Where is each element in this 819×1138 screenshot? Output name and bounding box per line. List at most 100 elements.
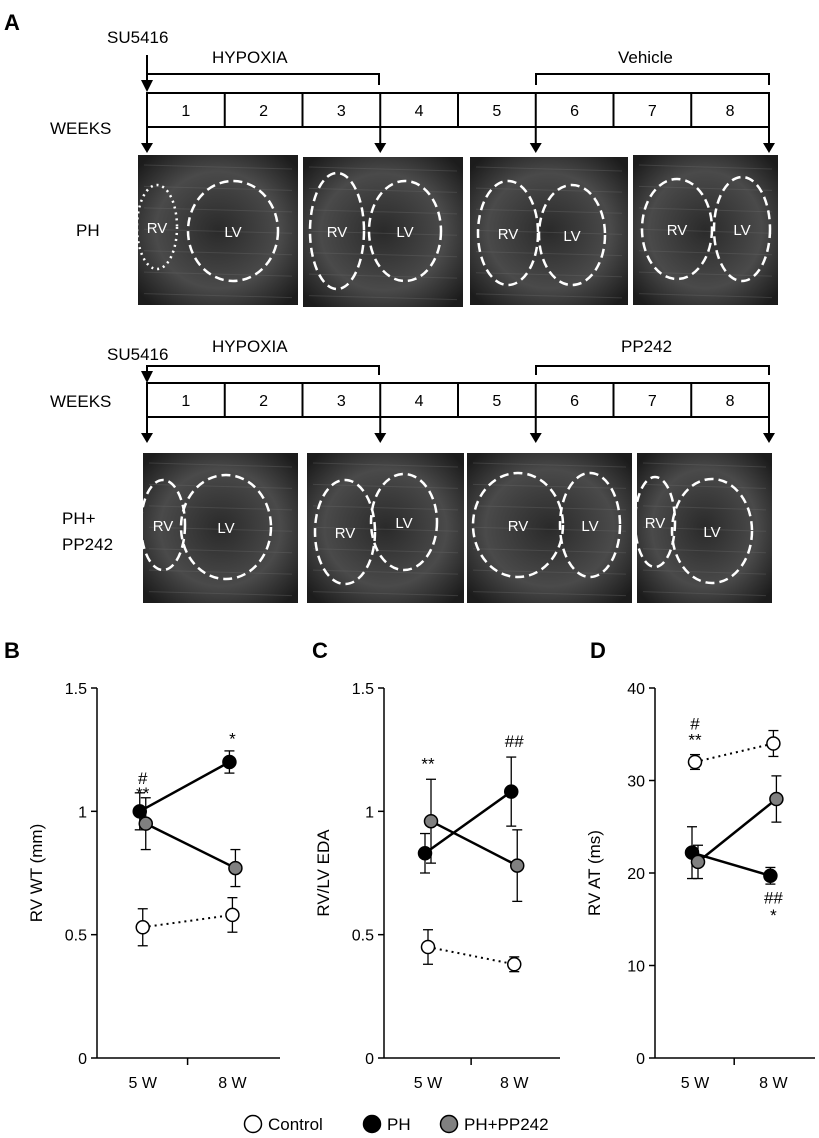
echo-texture [312, 505, 459, 511]
echo-texture [475, 229, 623, 235]
echo-texture [308, 230, 458, 236]
week-cell: 6 [570, 103, 579, 120]
echo-texture [308, 166, 458, 172]
panel-letter-d: D [590, 638, 606, 663]
rv-outline [471, 471, 565, 579]
lv-label: LV [733, 222, 750, 239]
lv-label: LV [396, 224, 413, 241]
echo-image: RV LV [470, 157, 628, 305]
lv-label: LV [217, 520, 234, 537]
rv-label: RV [147, 220, 168, 237]
echo-texture [642, 505, 767, 511]
week-cell: 5 [492, 393, 501, 410]
point-control [135, 920, 150, 935]
y-tick-label: 0.5 [352, 928, 374, 945]
rv-label: RV [645, 515, 666, 532]
y-tick-label: 1.5 [65, 681, 87, 698]
panel-letter-a: A [4, 10, 20, 35]
y-tick-label: 30 [627, 774, 645, 791]
echo-texture [143, 164, 293, 170]
rv-outline [135, 183, 179, 271]
treatment-label-bottom: PP242 [621, 337, 672, 356]
point-ph [222, 754, 237, 770]
echo-texture [312, 462, 459, 468]
echo-texture [642, 483, 767, 489]
weeks-label-bottom: WEEKS [50, 392, 111, 411]
significance-mark: ** [421, 754, 435, 773]
echo-texture [475, 187, 623, 193]
x-tick-label: 5 W [129, 1075, 158, 1092]
week-cell: 3 [337, 393, 346, 410]
series-line-control [694, 742, 774, 763]
lv-outline [367, 179, 443, 283]
row-label-phpp242-line1: PH+ [62, 509, 96, 528]
week-cell: 4 [415, 393, 424, 410]
echo-texture [312, 483, 459, 489]
echo-texture [638, 293, 773, 299]
y-tick-label: 40 [627, 681, 645, 698]
point-ph-pp242 [690, 854, 706, 870]
echo-texture [143, 293, 293, 299]
series-line-ph [424, 790, 512, 855]
week-cell: 7 [648, 393, 657, 410]
point-ph-pp242 [228, 860, 243, 876]
echo-texture [143, 185, 293, 191]
point-control [766, 736, 781, 751]
point-ph-pp242 [769, 791, 784, 807]
echo-texture [308, 187, 458, 193]
echo-texture [148, 591, 293, 597]
echo-texture [638, 185, 773, 191]
week-cell: 8 [726, 103, 735, 120]
echo-texture [638, 164, 773, 170]
echo-texture [472, 483, 627, 489]
point-control [506, 957, 522, 972]
timepoint-arrowhead [141, 433, 153, 443]
x-tick-label: 8 W [218, 1075, 247, 1092]
significance-mark: ** [688, 730, 702, 749]
point-control [225, 907, 240, 923]
timepoint-arrowhead [763, 433, 775, 443]
x-tick-label: 8 W [759, 1075, 788, 1092]
lv-outline [537, 183, 607, 287]
lv-outline [712, 175, 772, 283]
y-tick-label: 10 [627, 959, 645, 976]
echo-background [637, 453, 772, 603]
legend-label: PH+PP242 [464, 1115, 549, 1134]
echo-texture [642, 526, 767, 532]
echo-texture [472, 569, 627, 575]
y-tick-label: 0 [365, 1051, 374, 1068]
lv-label: LV [703, 524, 720, 541]
lv-label: LV [563, 228, 580, 245]
week-cell: 8 [726, 393, 735, 410]
lv-label: LV [581, 518, 598, 535]
echo-texture [308, 209, 458, 215]
significance-mark: ## [764, 889, 783, 908]
echo-texture [472, 591, 627, 597]
hypoxia-bracket-top [146, 73, 380, 85]
hypoxia-label-bottom: HYPOXIA [212, 337, 288, 356]
echo-texture [472, 548, 627, 554]
x-tick-label: 5 W [414, 1075, 443, 1092]
y-tick-label: 0.5 [65, 928, 87, 945]
echo-texture [308, 252, 458, 258]
rv-label: RV [498, 226, 519, 243]
series-line-ph-pp242 [145, 822, 236, 870]
agent-arrowhead-top [141, 80, 153, 92]
agent-label-bottom: SU5416 [107, 345, 168, 364]
echo-texture [642, 462, 767, 468]
series-line-ph [139, 760, 231, 813]
echo-texture [642, 548, 767, 554]
y-tick-label: 0 [636, 1051, 645, 1068]
significance-mark: ## [505, 732, 524, 751]
point-ph [503, 784, 519, 799]
lv-label: LV [395, 515, 412, 532]
